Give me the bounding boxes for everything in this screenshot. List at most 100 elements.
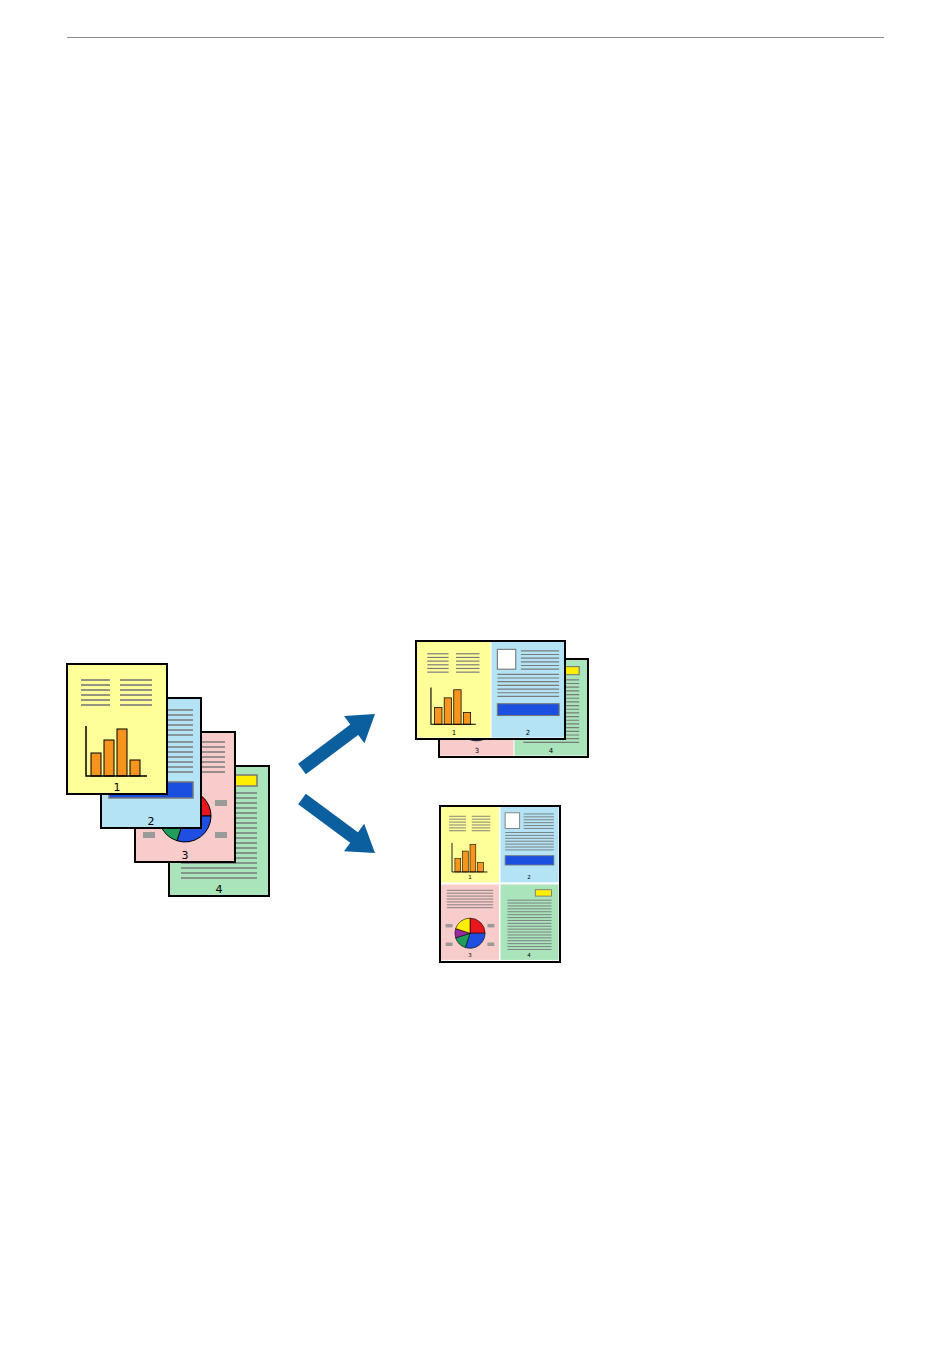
text-line <box>497 696 559 697</box>
pie-tag <box>143 832 155 838</box>
text-line <box>505 847 554 848</box>
chart-bar <box>104 740 114 776</box>
text-line <box>507 905 551 906</box>
chart-bar <box>130 760 140 776</box>
text-line <box>521 658 559 659</box>
pie-slice <box>470 918 485 933</box>
yellow-banner <box>535 890 551 896</box>
page-number: 3 <box>475 748 479 755</box>
sheet <box>416 641 565 739</box>
arrow-head <box>344 824 375 853</box>
text-line <box>497 688 559 689</box>
blue-banner <box>497 704 559 716</box>
text-line <box>181 872 257 874</box>
text-line <box>449 816 466 817</box>
text-line <box>449 819 466 820</box>
text-line <box>447 899 493 900</box>
text-line <box>497 674 559 675</box>
text-line <box>456 668 480 669</box>
text-line <box>507 943 551 944</box>
page-sheet <box>441 885 499 960</box>
text-line <box>449 830 466 831</box>
text-line <box>427 653 448 654</box>
page-number: 4 <box>216 884 223 895</box>
text-line <box>507 937 551 938</box>
text-line <box>472 816 491 817</box>
page <box>441 807 499 882</box>
pie-tag <box>215 800 227 806</box>
page-number: 2 <box>526 730 530 737</box>
page-sheet <box>417 642 491 738</box>
text-line <box>81 689 110 691</box>
text-line <box>505 841 554 842</box>
text-line <box>507 929 551 930</box>
page-number: 2 <box>148 816 155 827</box>
text-line <box>120 684 152 686</box>
text-line <box>497 677 559 678</box>
text-line <box>181 867 257 869</box>
text-line <box>447 901 493 902</box>
text-line <box>507 923 551 924</box>
text-line <box>507 903 551 904</box>
text-line <box>81 679 110 681</box>
chart-axis <box>452 843 487 872</box>
text-line <box>523 742 579 743</box>
chart-bar <box>455 859 461 872</box>
page-number: 1 <box>114 782 121 793</box>
pie-tag <box>446 943 453 946</box>
sheet-outline <box>416 641 565 739</box>
text-line <box>507 911 551 912</box>
text-line <box>449 822 466 823</box>
pie-slice <box>456 918 470 933</box>
text-line <box>81 699 110 701</box>
text-line <box>447 890 493 891</box>
chart-bar <box>435 707 442 724</box>
pie-tag <box>215 832 227 838</box>
text-line <box>505 849 554 850</box>
text-line <box>507 908 551 909</box>
page <box>501 807 559 882</box>
text-line <box>120 704 152 706</box>
text-line <box>472 819 491 820</box>
text-line <box>449 824 466 825</box>
text-line <box>449 827 466 828</box>
text-line <box>447 896 493 897</box>
page-number: 3 <box>468 953 472 959</box>
text-line <box>120 689 152 691</box>
page <box>441 885 499 960</box>
text-line <box>427 672 448 673</box>
page-sheet <box>501 807 559 882</box>
text-line <box>521 650 559 651</box>
text-line <box>472 827 491 828</box>
text-line <box>507 914 551 915</box>
text-line <box>81 704 110 706</box>
text-line <box>505 835 554 836</box>
text-line <box>181 877 257 879</box>
chart-bar <box>470 845 476 872</box>
text-line <box>472 822 491 823</box>
chart-axis <box>431 688 476 725</box>
text-line <box>456 664 480 665</box>
text-line <box>521 669 559 670</box>
text-line <box>521 654 559 655</box>
text-line <box>524 828 554 829</box>
sheet <box>440 806 560 962</box>
page-number: 3 <box>182 850 189 861</box>
text-line <box>507 920 551 921</box>
text-line <box>507 934 551 935</box>
pie-tag <box>487 924 494 927</box>
text-line <box>472 830 491 831</box>
text-line <box>120 694 152 696</box>
text-line <box>120 679 152 681</box>
arrow-head <box>344 714 375 743</box>
picture-box <box>497 649 515 669</box>
page-sheet <box>501 885 559 960</box>
text-line <box>507 917 551 918</box>
chart-bar <box>444 698 451 724</box>
text-line <box>427 657 448 658</box>
text-line <box>456 653 480 654</box>
page-number: 1 <box>468 875 472 881</box>
text-line <box>524 819 554 820</box>
page <box>501 885 559 960</box>
